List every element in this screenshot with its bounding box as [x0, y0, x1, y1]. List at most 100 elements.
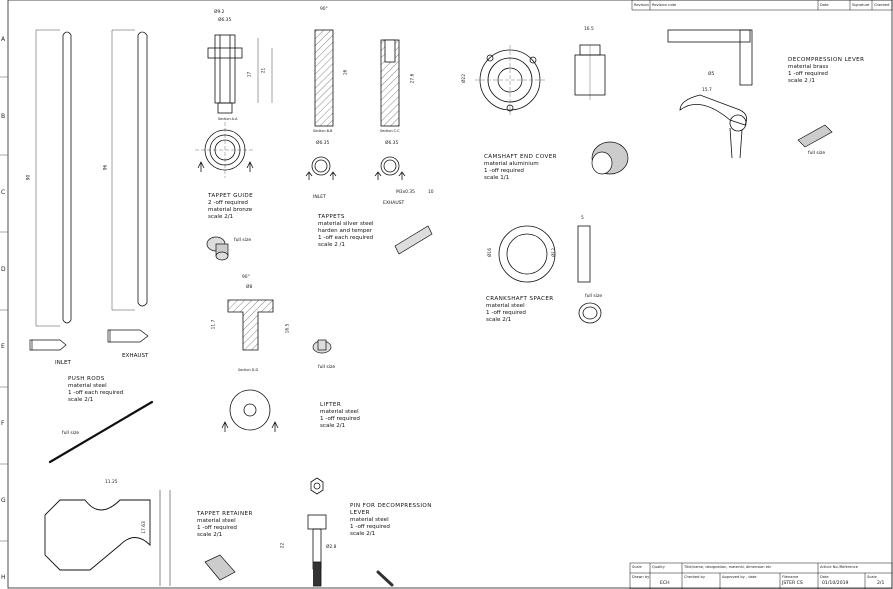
lifter-end-view: [221, 389, 279, 432]
camshaft-end-cover-label: CAMSHAFT END COVER material aluminium 1 …: [484, 154, 557, 181]
dimension-text: Ø6.35: [385, 141, 399, 146]
dimension-text: 17.63: [141, 521, 147, 534]
pin-decompression-label: PIN FOR DECOMPRESSION LEVER material ste…: [350, 503, 432, 537]
lifter-label: LIFTER material steel 1 -off required sc…: [320, 402, 360, 429]
dimension-text: 90°: [242, 275, 250, 280]
section-caption: Section B-B: [313, 129, 333, 133]
title-block-field: Article No./Reference: [820, 565, 858, 569]
dimension-text: Ø2.8: [326, 545, 337, 550]
tappet-fullsize: [394, 225, 433, 255]
dimension-text: 16.5: [584, 27, 594, 32]
camshaft-end-cover-fullsize: [591, 141, 629, 175]
filename-value: JSTER CS: [782, 581, 803, 586]
tappet-inlet-section: [314, 29, 334, 127]
tappet-exhaust-section: [380, 39, 400, 127]
push-rod-inlet: [35, 29, 72, 327]
decompression-lever-fullsize: [797, 124, 833, 148]
dimension-text: 90°: [320, 7, 328, 12]
dimension-text: 5: [581, 216, 584, 221]
title-block-field: Scale: [867, 575, 877, 579]
section-caption: Section D-D: [238, 368, 259, 372]
section-caption: Section C-C: [380, 129, 400, 133]
tappet-end-views: [305, 156, 406, 180]
revision-header: Revision: [634, 3, 650, 7]
drawn-by-value: ECH: [660, 581, 670, 586]
dimension-text: Ø22: [462, 73, 468, 84]
row-ticks: [0, 76, 8, 542]
exhaust-caption: EXHAUST: [122, 353, 149, 359]
tappet-retainer-fullsize: [204, 554, 236, 581]
title-block: [629, 562, 893, 589]
pin-decompression: [307, 477, 394, 587]
dimension-text: Ø9.2: [214, 10, 225, 15]
row-label: G: [1, 497, 6, 504]
full-size-caption: full size: [808, 151, 826, 156]
dimension-text: Ø6.35: [218, 18, 232, 23]
row-label: D: [1, 266, 6, 273]
dimension-text: 27.6: [410, 73, 416, 84]
full-size-caption: full size: [318, 365, 336, 370]
title-block-field: Approved by - date: [722, 575, 757, 579]
revision-header: Checked: [874, 3, 890, 7]
title-block-field: Date: [820, 575, 829, 579]
lifter-fullsize: [312, 339, 332, 354]
inlet-caption: INLET: [55, 360, 71, 366]
row-label: B: [1, 113, 6, 120]
dimension-text: 15.7: [702, 88, 712, 93]
row-label: F: [1, 420, 5, 427]
dimension-text: 22: [280, 542, 286, 549]
scale-value: 2/1: [877, 581, 885, 586]
dimension-text: Ø16: [488, 247, 494, 258]
dimension-text: Ø6.35: [316, 141, 330, 146]
tappet-guide-section: [207, 34, 273, 114]
push-rod-end-views: [29, 329, 149, 351]
revision-header: Signature: [852, 3, 870, 7]
title-block-field: Quality: [652, 565, 665, 569]
decompression-lever: [667, 29, 753, 159]
dimension-text: 90: [26, 174, 32, 181]
full-size-caption: full size: [585, 294, 603, 299]
section-caption: Section A-A: [218, 117, 238, 121]
dimension-text: Ø12: [552, 247, 558, 258]
dimension-text: 10: [428, 190, 434, 195]
inlet-caption: INLET: [313, 195, 326, 200]
crankshaft-spacer: [498, 225, 602, 324]
dimension-text: M3x0.35: [396, 190, 415, 195]
push-rod-fullsize: [48, 400, 154, 464]
title-block-field: Drawn by: [632, 575, 650, 579]
row-label: E: [1, 343, 5, 350]
tappet-retainer-label: TAPPET RETAINER material steel 1 -off re…: [197, 511, 253, 538]
title-block-field: Title/name, designation, material, dimen…: [684, 565, 772, 569]
dimension-text: 11.7: [211, 319, 217, 330]
exhaust-caption: EXHAUST: [383, 201, 405, 206]
row-label: A: [1, 36, 6, 43]
push-rods-label: PUSH RODS material steel 1 -off each req…: [68, 376, 124, 403]
tappets-label: TAPPETS material silver steel harden and…: [318, 214, 374, 248]
dimension-text: 16: [343, 69, 349, 76]
full-size-caption: full size: [62, 431, 80, 436]
dimension-text: 96: [103, 164, 109, 171]
dimension-text: 11.25: [105, 480, 118, 485]
revision-header: Revision note: [652, 3, 677, 7]
dimension-text: 16.5: [285, 323, 291, 334]
title-block-field: Scale: [632, 565, 642, 569]
title-block-field: Filename: [782, 575, 799, 579]
tappet-guide-label: TAPPET GUIDE 2 -off required material br…: [208, 193, 254, 220]
dimension-text: Ø8: [246, 285, 253, 290]
title-block-field: Checked by: [684, 575, 705, 579]
dimension-text: 21: [261, 67, 267, 74]
lifter-section: [227, 299, 274, 351]
dimension-text: Ø5: [708, 72, 715, 77]
dimension-text: 17: [247, 71, 253, 78]
row-label: C: [1, 189, 6, 196]
decompression-lever-label: DECOMPRESSION LEVER material brass 1 -of…: [788, 57, 865, 84]
date-value: 01/10/2019: [822, 581, 849, 586]
full-size-caption: full size: [234, 238, 252, 243]
tappet-guide-end-view: [195, 122, 255, 178]
revision-header: Date: [820, 3, 829, 7]
tappet-guide-fullsize: [206, 236, 229, 261]
camshaft-end-cover: [475, 44, 606, 115]
crankshaft-spacer-label: CRANKSHAFT SPACER material steel 1 -off …: [486, 296, 554, 323]
revision-block: [631, 0, 893, 11]
